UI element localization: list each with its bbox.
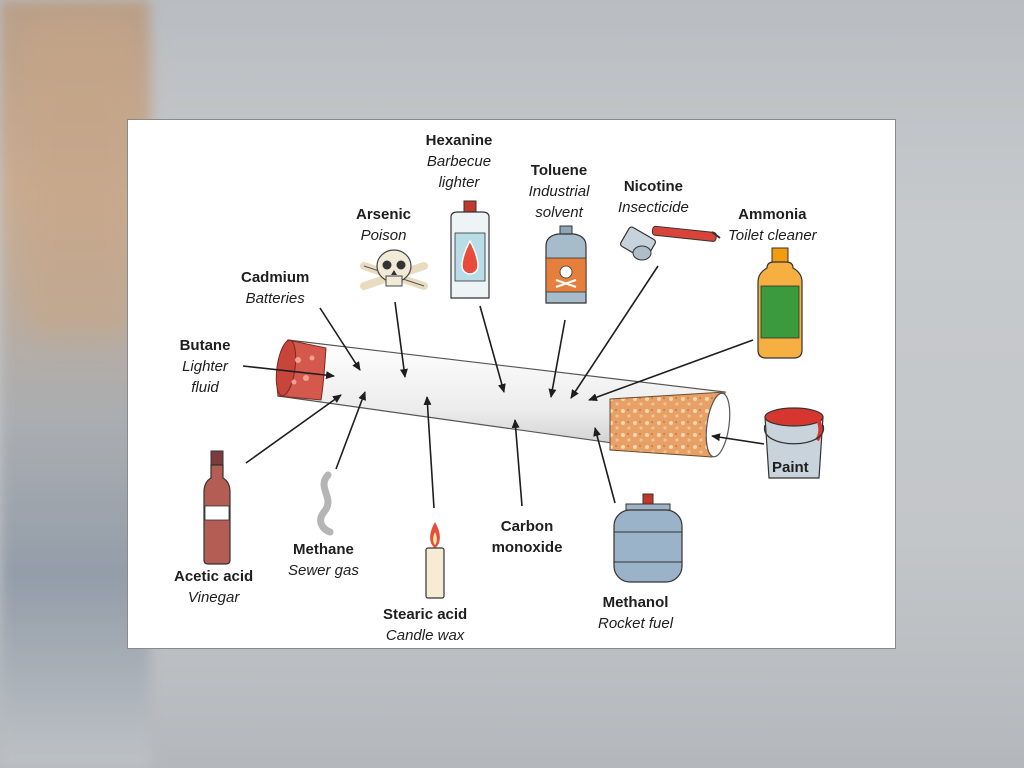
label-acetic-name: Acetic acid (174, 568, 254, 585)
arrow-nicotine (570, 265, 659, 399)
candle-icon (425, 522, 445, 599)
arrows (242, 265, 765, 509)
spray-can-icon (620, 225, 721, 261)
label-ammonia-name: Ammonia (738, 206, 807, 223)
label-nicotine: Nicotine Insecticide (618, 176, 689, 218)
label-nicotine-name: Nicotine (623, 178, 684, 195)
label-nicotine-desc: Insecticide (618, 199, 689, 216)
label-methanol-name: Methanol (602, 594, 669, 611)
label-butane-desc: Lighter fluid (182, 358, 228, 396)
arrow-carbon (511, 419, 523, 507)
label-toluene: Toluene Industrial solvent (519, 160, 599, 223)
skull-crossbones-icon (360, 249, 428, 290)
label-methanol-desc: Rocket fuel (598, 615, 674, 632)
arrow-toluene (548, 319, 566, 398)
label-methanol: Methanol Rocket fuel (598, 592, 673, 634)
cigarette-filter (609, 391, 726, 458)
arrow-butane (242, 365, 335, 380)
background-blur-highlight (20, 20, 140, 340)
arrow-ammonia (588, 339, 754, 402)
label-paint-name: Paint (772, 459, 809, 476)
label-butane: Butane Lighter fluid (174, 335, 236, 398)
arrow-paint (711, 433, 765, 445)
arrow-arsenic (394, 301, 408, 378)
label-stearic: Stearic acid Candle wax (383, 604, 467, 646)
label-butane-name: Butane (179, 337, 231, 354)
arrow-stearic (423, 396, 435, 509)
vinegar-bottle-icon (203, 450, 231, 565)
green-bottle-icon (757, 247, 803, 359)
label-arsenic-name: Arsenic (356, 206, 412, 223)
cigarette-chemicals-diagram (203, 200, 824, 599)
cigarette (275, 339, 731, 458)
arrow-cadmium (319, 307, 361, 371)
paint-bucket-icon (764, 407, 824, 479)
label-acetic-desc: Vinegar (187, 589, 240, 606)
label-stearic-desc: Candle wax (385, 627, 465, 644)
flame-bottle-icon (450, 200, 490, 299)
label-cadmium-name: Cadmium (241, 269, 310, 286)
label-hexanine-name: Hexanine (425, 132, 493, 149)
label-toluene-desc: Industrial solvent (528, 183, 590, 221)
label-arsenic: Arsenic Poison (356, 204, 411, 246)
label-carbon: Carbon monoxide (483, 516, 571, 558)
arrow-hexanine (479, 305, 506, 393)
label-hexanine-desc: Barbecue lighter (426, 153, 492, 191)
arrow-methanol (593, 427, 616, 504)
label-methane-name: Methane (293, 541, 354, 558)
label-paint: Paint (772, 457, 809, 478)
label-carbon-name: Carbon monoxide (491, 518, 563, 556)
gas-cylinder-icon (613, 493, 683, 583)
label-methane-desc: Sewer gas (288, 562, 359, 579)
label-cadmium: Cadmium Batteries (241, 267, 309, 309)
label-arsenic-desc: Poison (360, 227, 407, 244)
arrow-methane (335, 391, 366, 470)
label-acetic: Acetic acid Vinegar (174, 566, 253, 608)
poison-bottle-icon (545, 225, 587, 304)
label-toluene-name: Toluene (530, 162, 588, 179)
label-ammonia: Ammonia Toilet cleaner (728, 204, 817, 246)
label-hexanine: Hexanine Barbecue lighter (414, 130, 504, 193)
smoke-icon (317, 471, 334, 536)
label-stearic-name: Stearic acid (383, 606, 468, 623)
label-cadmium-desc: Batteries (245, 290, 305, 307)
label-methane: Methane Sewer gas (288, 539, 359, 581)
arrow-acetic (245, 394, 342, 464)
label-ammonia-desc: Toilet cleaner (728, 227, 817, 244)
diagram-panel: Hexanine Barbecue lighter Toluene Indust… (127, 119, 896, 649)
